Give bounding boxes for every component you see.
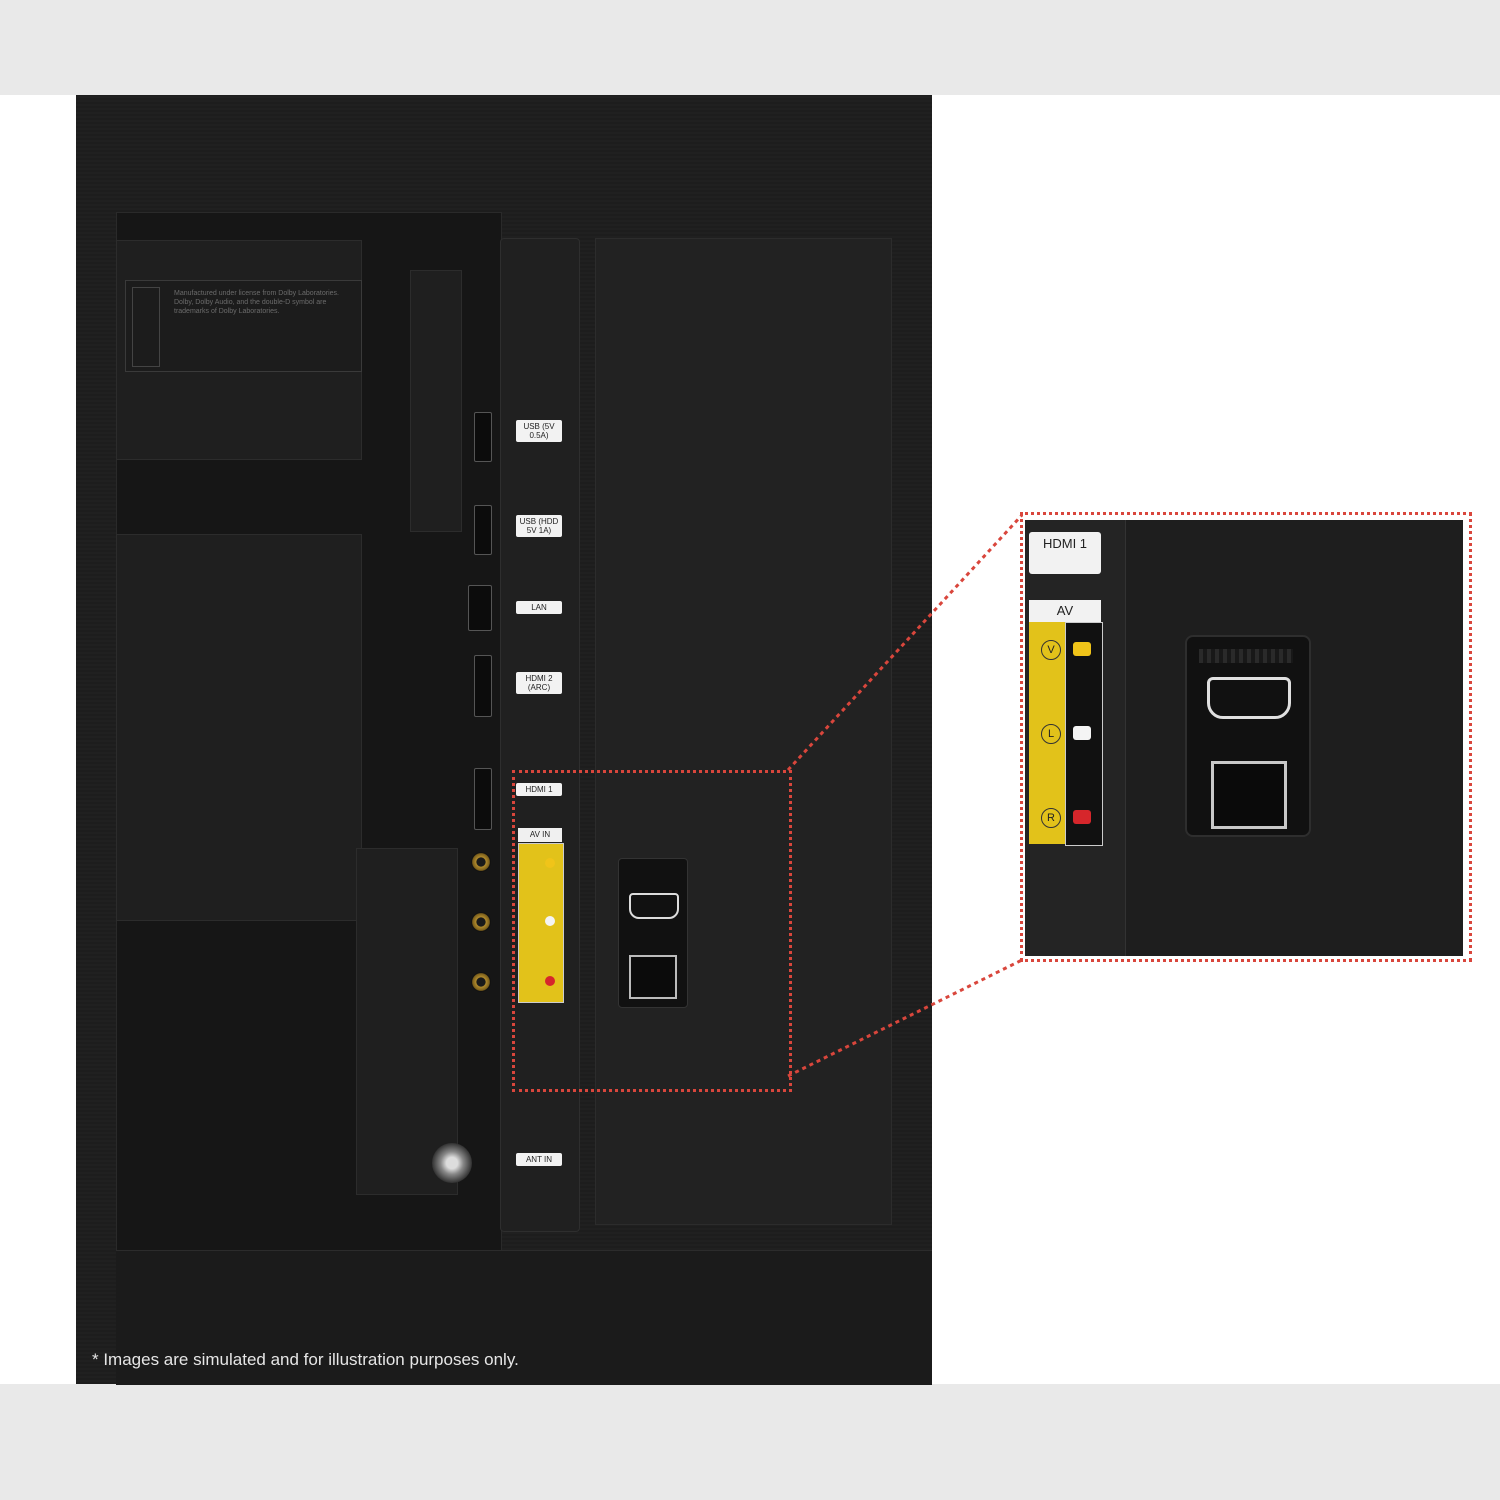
usb-port-2[interactable] [474, 505, 492, 555]
zoom-hdmi-label: HDMI 1 [1029, 532, 1101, 574]
zoom-port-block [1185, 635, 1311, 837]
sticker-text: Manufactured under license from Dolby La… [174, 290, 339, 315]
zoom-frame [1020, 512, 1472, 962]
top-band [0, 0, 1500, 95]
usb-port-1[interactable] [474, 412, 492, 462]
rca-left-jack[interactable] [471, 912, 491, 932]
zoom-right-plug [1073, 810, 1091, 824]
ant-in-label: ANT IN [516, 1153, 562, 1166]
recess-bracket-lower [356, 848, 458, 1195]
zoom-optical-port[interactable] [1211, 761, 1287, 829]
lan-label: LAN [516, 601, 562, 614]
zoom-right-letter: R [1041, 808, 1061, 828]
zoom-video-letter: V [1041, 640, 1061, 660]
connector-line-top [786, 513, 1024, 772]
zoom-left-letter: L [1041, 724, 1061, 744]
antenna-jack[interactable] [432, 1143, 472, 1183]
zoom-inset: HDMI 1 AV V L R [1025, 520, 1463, 956]
zoom-left-plug [1073, 726, 1091, 740]
recess-panel-middle [116, 534, 362, 921]
hdmi-1-port[interactable] [474, 768, 492, 830]
highlight-box [512, 770, 792, 1092]
zoom-av-label: AV [1029, 600, 1101, 622]
optical-port-small[interactable] [629, 955, 677, 999]
usb-2-label: USB (HDD 5V 1A) [516, 515, 562, 537]
zoom-grille [1199, 649, 1293, 663]
zoom-video-plug [1073, 642, 1091, 656]
zoom-av-yellow: V L R [1029, 622, 1065, 844]
rca-video-jack[interactable] [471, 852, 491, 872]
hdmi-port-small[interactable] [629, 893, 679, 919]
hdmi-1-label: HDMI 1 [516, 783, 562, 796]
hdmi-optical-block [618, 858, 688, 1008]
hdmi-logo [132, 287, 160, 367]
rca-right-jack[interactable] [471, 972, 491, 992]
side-panel [595, 238, 892, 1225]
usb-1-label: USB (5V 0.5A) [516, 420, 562, 442]
hdmi-2-port[interactable] [474, 655, 492, 717]
recess-bracket [410, 270, 462, 532]
connector-line-bottom [787, 958, 1023, 1078]
bottom-band [0, 1384, 1500, 1500]
lan-port[interactable] [468, 585, 492, 631]
zoom-hdmi-port[interactable] [1207, 677, 1291, 719]
hdmi-2-label: HDMI 2 (ARC) [516, 672, 562, 694]
av-in-label: AV IN [518, 828, 562, 842]
video-dot [545, 858, 555, 868]
disclaimer-text: * Images are simulated and for illustrat… [92, 1350, 519, 1369]
av-color-block [518, 843, 564, 1003]
left-audio-dot [545, 916, 555, 926]
right-audio-dot [545, 976, 555, 986]
bottom-edge [116, 1250, 932, 1385]
rating-sticker: Manufactured under license from Dolby La… [125, 280, 362, 372]
